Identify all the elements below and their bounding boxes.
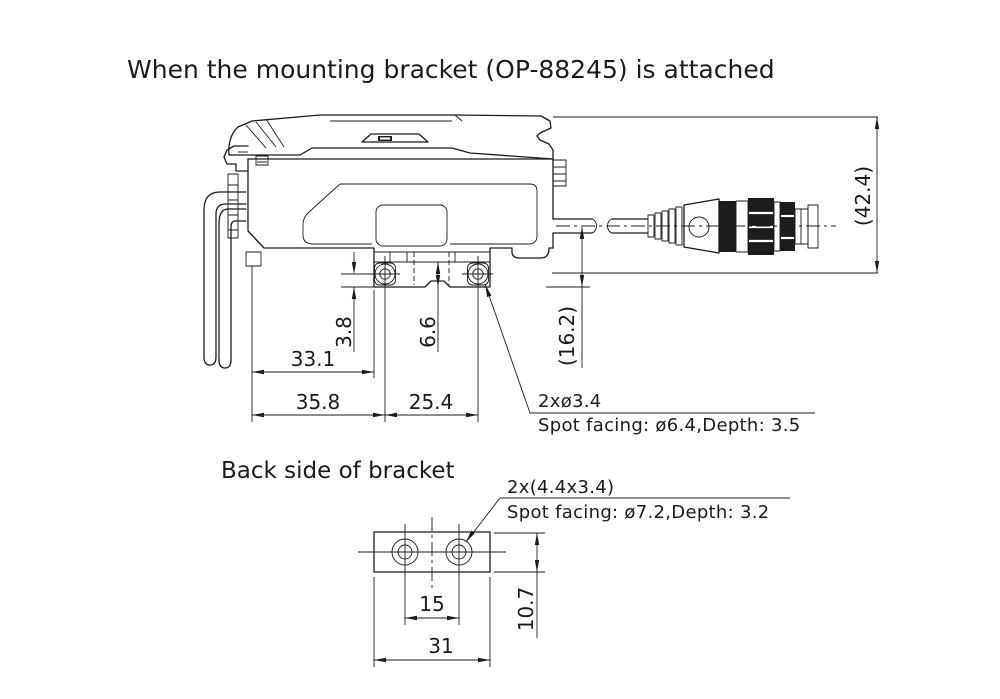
dimensions-back: 15 31 10.7 2x(4.4x3.4) Spot facing: ø7.2… — [373, 477, 790, 667]
dim-10-7: 10.7 — [514, 587, 538, 632]
amplifier-body — [245, 155, 567, 267]
hole-note-side: 2xø3.4 Spot facing: ø6.4,Depth: 3.5 — [484, 283, 815, 436]
hole-note-back-line2: Spot facing: ø7.2,Depth: 3.2 — [507, 502, 770, 523]
side-view: 33.1 35.8 25.4 3.8 6.6 (16.2) — [203, 114, 880, 436]
fiber-cables — [203, 191, 247, 369]
dim-6-6: 6.6 — [416, 316, 440, 348]
label-recess — [375, 204, 448, 247]
dim-3-8: 3.8 — [332, 316, 356, 348]
din-clip — [223, 145, 249, 172]
connector-boot — [683, 198, 720, 254]
dim-33-1: 33.1 — [291, 347, 336, 371]
mounting-bracket-side — [341, 247, 493, 288]
dimensions-side: 33.1 35.8 25.4 3.8 6.6 (16.2) — [251, 116, 880, 436]
cable-connector — [552, 198, 836, 255]
dim-31: 31 — [428, 634, 453, 658]
drawing-title: When the mounting bracket (OP-88245) is … — [127, 55, 775, 84]
dim-42-4: (42.4) — [851, 166, 875, 226]
back-view: Back side of bracket 15 31 — [221, 458, 790, 667]
connector-tip — [794, 208, 809, 245]
cover-latch — [361, 133, 429, 143]
bracket-back-outline — [358, 517, 506, 625]
dim-16-2: (16.2) — [555, 306, 579, 366]
hole-note-back-line1: 2x(4.4x3.4) — [507, 477, 614, 498]
side-connector-stub — [552, 159, 567, 187]
body-foot — [245, 251, 262, 267]
hole-note-side-line1: 2xø3.4 — [538, 391, 602, 412]
body-door — [302, 183, 538, 245]
back-view-label: Back side of bracket — [221, 458, 455, 484]
fiber-lock-lever — [227, 173, 239, 239]
vent-icon — [255, 155, 269, 166]
dim-15: 15 — [419, 592, 444, 616]
dim-25-4: 25.4 — [409, 390, 454, 414]
dim-35-8: 35.8 — [296, 390, 341, 414]
hole-note-side-line2: Spot facing: ø6.4,Depth: 3.5 — [538, 415, 801, 436]
amplifier-cover — [228, 114, 554, 160]
hole-note-back: 2x(4.4x3.4) Spot facing: ø7.2,Depth: 3.2 — [465, 477, 790, 543]
